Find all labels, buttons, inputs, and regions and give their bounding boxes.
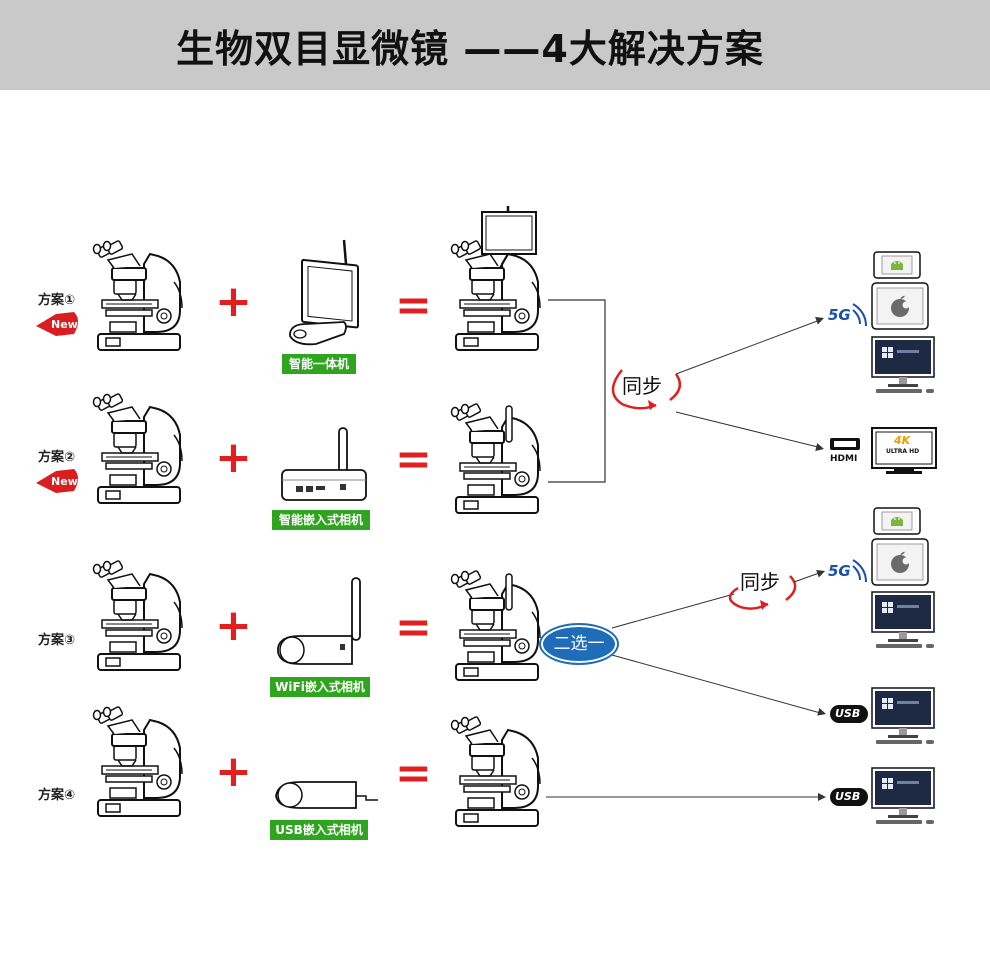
scheme-2-label: 方案②: [38, 450, 76, 465]
plus-sign-3: +: [215, 600, 252, 651]
new-badge-2: New: [51, 475, 78, 488]
usb-badge-2: USB: [835, 790, 861, 803]
plus-sign-4: +: [215, 746, 252, 797]
equals-sign-4: =: [395, 748, 432, 799]
equals-sign-3: =: [395, 602, 432, 653]
plus-sign-2: +: [215, 432, 252, 483]
scheme-3-label: 方案③: [38, 633, 76, 648]
scheme-4-label: 方案④: [38, 788, 76, 803]
hdmi-label: HDMI: [830, 454, 858, 464]
five-g-badge-1: 5G: [828, 306, 851, 324]
device-label-2: 智能嵌入式相机: [272, 510, 370, 530]
page-title: 生物双目显微镜 ——4大解决方案: [176, 27, 764, 71]
ultra-hd-label: ULTRA HD: [886, 448, 920, 455]
device-label-4: USB嵌入式相机: [270, 820, 368, 840]
sync-label-2: 同步: [740, 570, 780, 594]
device-label-1: 智能一体机: [282, 354, 356, 374]
five-g-badge-2: 5G: [828, 562, 851, 580]
four-k-label: 4K: [894, 434, 911, 447]
equals-sign-2: =: [395, 434, 432, 485]
choose-one-badge: 二选一: [541, 625, 617, 663]
sync-label-1: 同步: [622, 374, 662, 398]
device-label-3: WiFi嵌入式相机: [270, 677, 370, 697]
equals-sign-1: =: [395, 280, 432, 331]
new-badge-1: New: [51, 318, 78, 331]
usb-badge-1: USB: [835, 707, 861, 720]
title-bar: 生物双目显微镜 ——4大解决方案: [0, 0, 990, 90]
scheme-1-label: 方案①: [38, 293, 76, 308]
plus-sign-1: +: [215, 276, 252, 327]
